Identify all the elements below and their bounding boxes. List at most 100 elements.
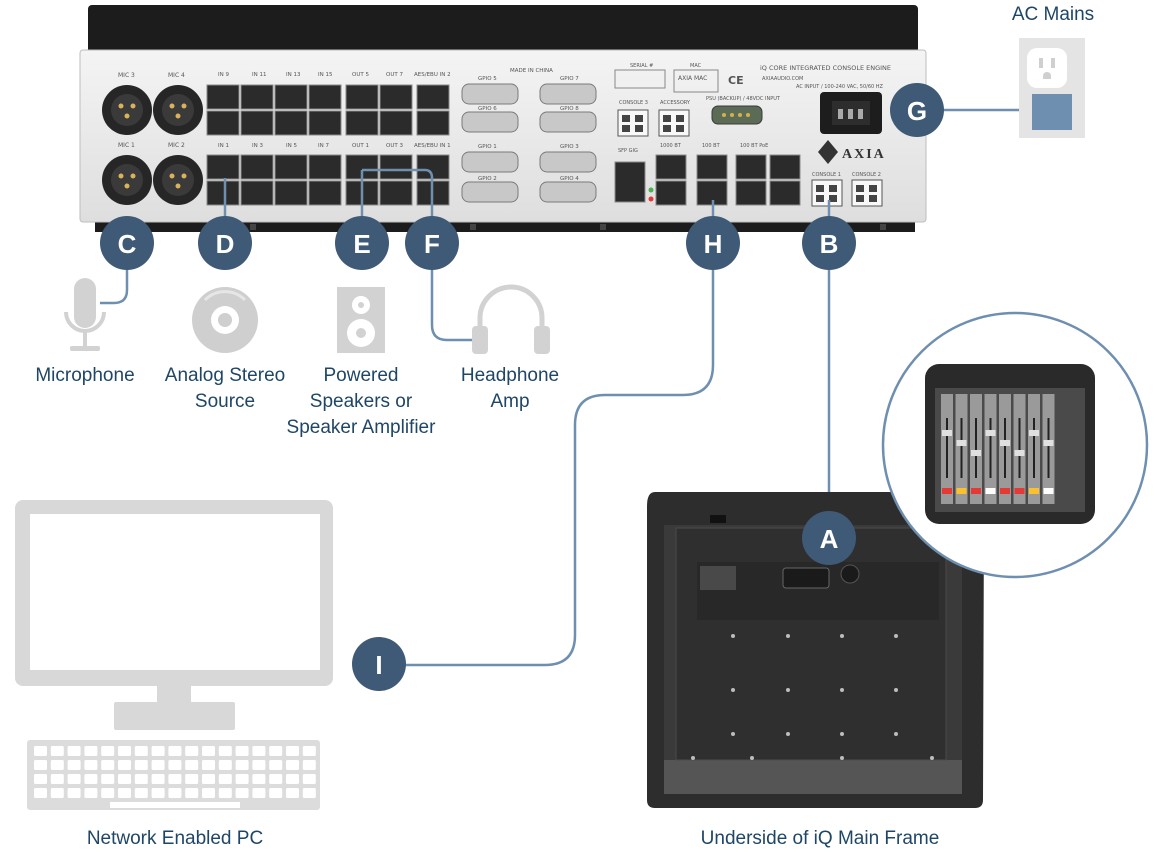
keyboard-key <box>67 746 81 756</box>
fader-knob <box>1014 450 1025 456</box>
powered-line2: Speakers or <box>309 391 413 412</box>
fader-slot <box>1033 418 1035 478</box>
microphone-icon <box>64 278 106 351</box>
keyboard-key <box>269 760 283 770</box>
svg-text:C: C <box>118 229 137 259</box>
keyboard-key <box>101 746 115 756</box>
gpio2-label: GPIO 2 <box>478 176 497 182</box>
fader-slot <box>946 418 948 478</box>
svg-text:B: B <box>820 229 839 259</box>
channel-button <box>1029 488 1039 494</box>
mic-xlr-connectors: MIC 3 MIC 4 MIC 1 MIC 2 <box>102 72 203 205</box>
keyboard-key <box>185 774 199 784</box>
site-label: AXIAAUDIO.COM <box>762 76 803 82</box>
fader-knob <box>971 450 981 456</box>
gpio1-label: GPIO 1 <box>478 144 497 150</box>
keyboard-key <box>235 746 249 756</box>
channel-button <box>1043 488 1054 494</box>
channel-button <box>985 488 996 494</box>
fader-knob <box>985 430 996 436</box>
channel-button <box>971 488 981 494</box>
out7-label: OUT 7 <box>386 72 403 78</box>
underside-label: Underside of iQ Main Frame <box>700 828 940 849</box>
port-1000-label: 1000 BT <box>660 143 682 149</box>
keyboard-key <box>185 746 199 756</box>
keyboard-key <box>302 788 316 798</box>
keyboard-key <box>168 760 182 770</box>
keyboard-key <box>252 760 266 770</box>
cd-icon <box>192 287 258 353</box>
console2-label: CONSOLE 2 <box>852 172 881 178</box>
analog-input-ports <box>206 84 342 206</box>
axia-mac-label: AXIA MAC <box>678 75 707 82</box>
badge-g: G <box>890 83 944 137</box>
screw-dot <box>840 732 844 736</box>
fader-slot <box>1004 418 1006 478</box>
keyboard-key <box>50 774 64 784</box>
svg-text:H: H <box>704 229 723 259</box>
connection-lines <box>100 108 1045 667</box>
ac-input-label: AC INPUT / 100-240 VAC, 50/60 HZ <box>796 84 884 90</box>
mic4-label: MIC 4 <box>168 72 185 79</box>
axia-logo: AXIA <box>842 147 886 162</box>
analog-stereo-source-label: Analog Stereo Source <box>155 363 295 415</box>
gpio6-label: GPIO 6 <box>478 106 497 112</box>
engine-label: iQ CORE INTEGRATED CONSOLE ENGINE <box>760 64 891 72</box>
serial-label: SERIAL # <box>630 63 653 69</box>
screw-dot <box>840 688 844 692</box>
microphone-label: Microphone <box>35 365 135 386</box>
keyboard-key <box>84 760 98 770</box>
gpio-connectors <box>461 83 597 203</box>
keyboard-key <box>235 788 249 798</box>
keyboard-key <box>252 746 266 756</box>
network-pc-label: Network Enabled PC <box>86 828 264 849</box>
keyboard-key <box>202 746 215 756</box>
badge-h: H <box>686 216 740 270</box>
channel-button <box>942 488 952 494</box>
sfp-label: SFP GIG <box>618 148 638 154</box>
headphones-icon <box>472 284 550 354</box>
in7-label: IN 7 <box>318 143 329 149</box>
keyboard-key <box>84 746 98 756</box>
screw-dot <box>894 688 898 692</box>
screw-dot <box>786 732 790 736</box>
badge-e: E <box>335 216 389 270</box>
svg-text:D: D <box>216 229 235 259</box>
screw-dot <box>894 634 898 638</box>
fader-slot <box>1047 418 1050 478</box>
keyboard-key <box>269 746 283 756</box>
keyboard-key <box>202 760 215 770</box>
keyboard-key <box>118 760 131 770</box>
keyboard-key <box>252 774 266 784</box>
screw-dot <box>691 756 695 760</box>
keyboard-key <box>286 760 299 770</box>
aes2-label: AES/EBU IN 2 <box>414 72 451 78</box>
svg-text:E: E <box>353 229 370 259</box>
analog-stereo-line2: Source <box>194 391 256 412</box>
keyboard-key <box>235 774 249 784</box>
analog-stereo-line1: Analog Stereo <box>164 365 286 386</box>
keyboard-key <box>235 760 249 770</box>
keyboard-key <box>134 760 148 770</box>
iq-main-frame-underside <box>647 492 984 808</box>
console-zoom-circle <box>881 311 1149 579</box>
keyboard-key <box>84 788 98 798</box>
keyboard-key <box>134 788 148 798</box>
keyboard-key <box>286 774 299 784</box>
fader-slot <box>975 418 977 478</box>
keyboard-key <box>118 746 131 756</box>
console3-label: CONSOLE 3 <box>619 100 648 106</box>
keyboard-key <box>151 788 165 798</box>
keyboard-key <box>286 788 299 798</box>
badge-i: I <box>352 637 406 691</box>
gpio7-label: GPIO 7 <box>560 76 579 82</box>
badge-d: D <box>198 216 252 270</box>
keyboard-icon <box>27 740 320 810</box>
keyboard-key <box>67 774 81 784</box>
keyboard-key <box>252 788 266 798</box>
console1-label: CONSOLE 1 <box>812 172 841 178</box>
channel-button <box>1000 488 1010 494</box>
gpio3-label: GPIO 3 <box>560 144 579 150</box>
keyboard-key <box>302 746 316 756</box>
